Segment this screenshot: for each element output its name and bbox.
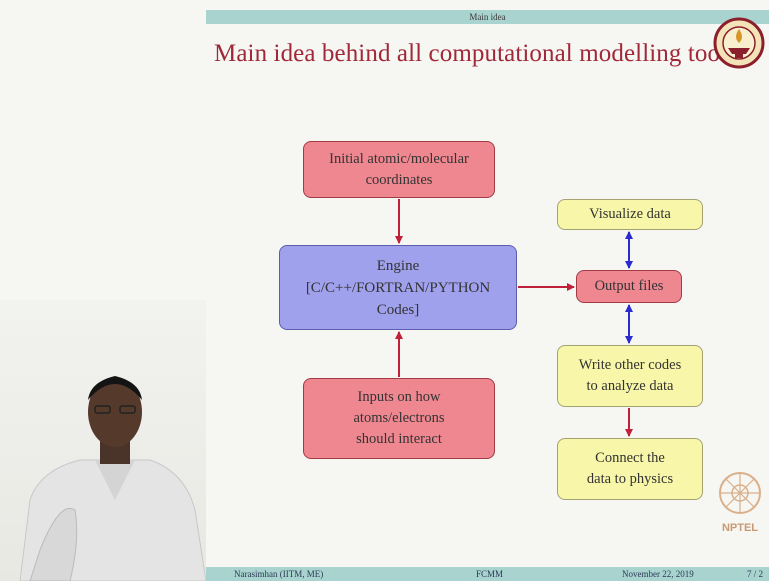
footer-author: Narasimhan (IITM, ME) xyxy=(234,569,324,579)
write-codes-label: Write other codes to analyze data xyxy=(578,357,682,394)
presenter-video xyxy=(0,300,206,581)
section-label: Main idea xyxy=(469,12,506,22)
footer-course: FCMM xyxy=(476,569,504,579)
write-codes-box: Write other codes to analyze data xyxy=(557,345,703,407)
engine-label: Engine [C/C++/FORTRAN/PYTHON Codes] xyxy=(305,257,491,318)
output-files-label: Output files xyxy=(594,278,664,294)
connect-physics-box: Connect the data to physics xyxy=(557,438,703,500)
slide-footer: Narasimhan (IITM, ME) FCMM November 22, … xyxy=(206,567,769,581)
nptel-logo-text: NPTEL xyxy=(722,522,758,534)
engine-box: Engine [C/C++/FORTRAN/PYTHON Codes] xyxy=(279,245,517,330)
section-header-bar: Main idea xyxy=(206,10,769,24)
interaction-inputs-box: Inputs on how atoms/electrons should int… xyxy=(303,378,495,459)
slide-title: Main idea behind all computational model… xyxy=(214,40,737,67)
presenter-silhouette xyxy=(19,376,206,581)
interaction-inputs-label: Inputs on how atoms/electrons should int… xyxy=(353,389,445,447)
footer-date: November 22, 2019 xyxy=(622,569,694,579)
connect-physics-label: Connect the data to physics xyxy=(586,450,674,487)
nptel-logo-icon: NPTEL xyxy=(719,472,761,534)
initial-coordinates-label: Initial atomic/molecular coordinates xyxy=(329,150,469,188)
output-files-box: Output files xyxy=(576,270,682,303)
institute-logo-icon xyxy=(713,17,765,69)
visualize-data-label: Visualize data xyxy=(589,206,671,222)
visualize-data-box: Visualize data xyxy=(557,199,703,230)
footer-page: 7 / 2 xyxy=(747,569,764,579)
initial-coordinates-box: Initial atomic/molecular coordinates xyxy=(303,141,495,198)
